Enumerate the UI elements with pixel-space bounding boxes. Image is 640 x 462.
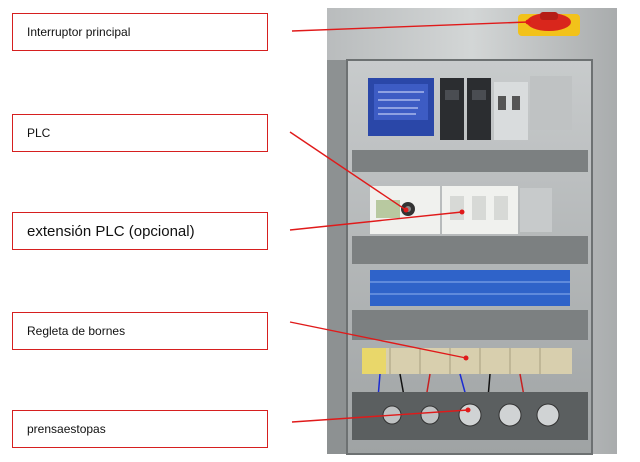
cable-duct-3 bbox=[352, 310, 588, 340]
main-switch-knob bbox=[518, 12, 580, 36]
label-text-terminal-strip: Regleta de bornes bbox=[27, 324, 126, 338]
label-plc-extension: extensión PLC (opcional) bbox=[12, 212, 268, 250]
leader-line-main-switch bbox=[291, 21, 529, 32]
label-plc: PLC bbox=[12, 114, 268, 152]
label-text-plc-extension: extensión PLC (opcional) bbox=[27, 222, 195, 240]
label-cable-glands: prensaestopas bbox=[12, 410, 268, 448]
cable-gland-plate bbox=[352, 392, 588, 440]
label-text-plc: PLC bbox=[27, 126, 51, 140]
leader-line-terminal-strip bbox=[289, 321, 467, 359]
leader-line-tips bbox=[403, 19, 531, 413]
cable-duct-1 bbox=[352, 150, 588, 172]
label-main-switch: Interruptor principal bbox=[12, 13, 268, 51]
power-supply bbox=[368, 78, 434, 136]
cable-duct-2 bbox=[352, 236, 588, 264]
motor-breakers bbox=[440, 78, 528, 140]
label-terminal-strip: Regleta de bornes bbox=[12, 312, 268, 350]
din-rail-top bbox=[530, 76, 572, 130]
plc-rail-grey bbox=[520, 188, 552, 232]
label-text-main-switch: Interruptor principal bbox=[27, 25, 131, 39]
leader-line-plc bbox=[289, 131, 407, 211]
plc-extension-unit bbox=[442, 186, 518, 234]
leader-line-cable-glands bbox=[291, 409, 469, 423]
terminal-strip-block bbox=[362, 348, 572, 374]
blue-relay-row bbox=[370, 270, 570, 306]
leader-lines bbox=[289, 21, 529, 423]
leader-line-plc-extension bbox=[289, 211, 463, 231]
label-text-cable-glands: prensaestopas bbox=[27, 422, 106, 436]
cabinet-door-edge bbox=[327, 60, 347, 454]
